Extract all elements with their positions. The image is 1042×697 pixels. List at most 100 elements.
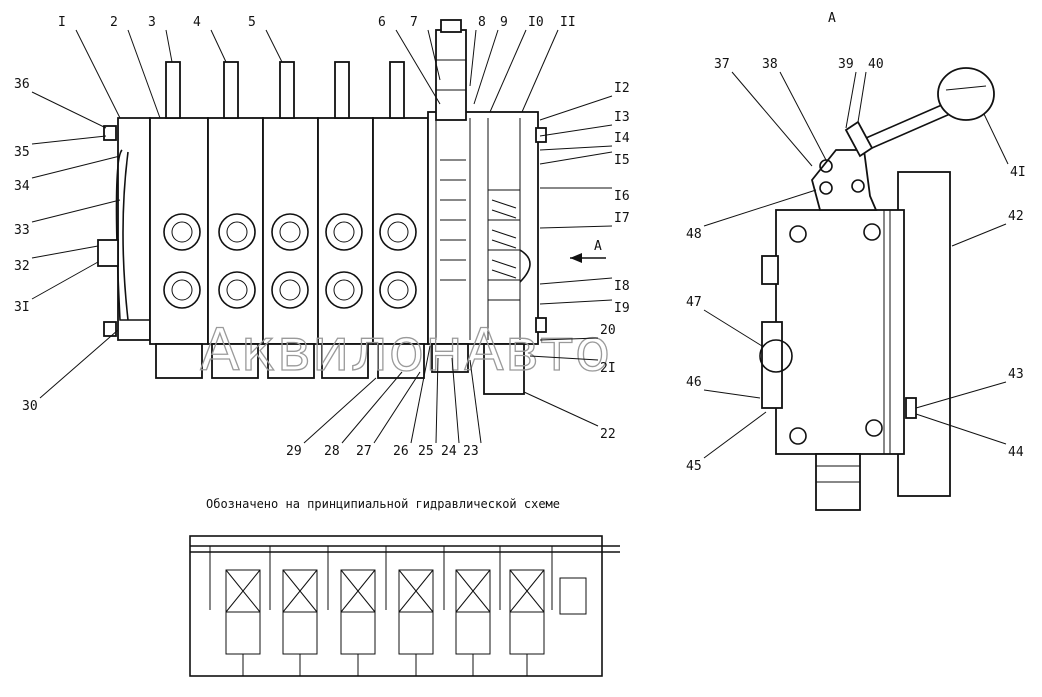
leader-I4 [539,145,613,151]
leader-40 [857,71,867,123]
callout-42: 42 [1008,209,1024,224]
callout-32: 32 [14,259,30,274]
leader-26 [410,345,431,444]
callout-26: 26 [393,444,409,459]
view-label: A [828,11,836,26]
callout-28: 28 [324,444,340,459]
callout-40: 40 [868,57,884,72]
callout-3I: 3I [14,300,30,315]
leader-I5 [539,151,613,165]
callout-23: 23 [463,444,479,459]
leader-34 [31,155,121,179]
leader-47 [703,309,763,347]
callout-24: 24 [441,444,457,459]
callout-44: 44 [1008,445,1024,460]
leader-2I [529,355,599,361]
leader-3I [31,261,99,300]
leader-8 [469,29,477,87]
leader-20 [539,337,599,341]
leader-I0 [489,29,527,113]
leader-22 [523,391,599,427]
callout-46: 46 [686,375,702,390]
schematic-caption: Обозначено на принципиальной гидравличес… [206,497,560,511]
callout-I5: I5 [614,153,630,168]
leader-I7 [539,225,613,229]
leader-4I [983,113,1009,165]
callout-4I: 4I [1010,165,1026,180]
leader-4 [210,29,227,63]
callout-20: 20 [600,323,616,338]
leader-3 [165,29,173,63]
leader-2 [127,29,161,119]
callout-30: 30 [22,399,38,414]
callout-5: 5 [248,15,256,30]
leader-44 [915,413,1007,445]
leader-23 [469,359,482,444]
leader-I2 [539,95,613,121]
leader-6 [395,29,441,105]
callout-4: 4 [193,15,201,30]
callout-I4: I4 [614,131,630,146]
leader-II [521,29,559,113]
hydraulic-schematic [189,535,620,677]
leader-29 [303,377,377,444]
leader-9 [473,29,499,105]
leader-lines [31,29,1009,459]
callout-I9: I9 [614,301,630,316]
callout-I7: I7 [614,211,630,226]
leader-35 [31,135,107,145]
leader-43 [915,381,1007,409]
leader-24 [451,357,460,444]
callout-39: 39 [838,57,854,72]
callout-8: 8 [478,15,486,30]
callout-35: 35 [14,145,30,160]
callout-I0: I0 [528,15,544,30]
callout-29: 29 [286,444,302,459]
callout-43: 43 [1008,367,1024,382]
distributor-assembly [97,19,606,395]
callout-33: 33 [14,223,30,238]
callout-I: I [58,15,66,30]
callout-I3: I3 [614,110,630,125]
callout-7: 7 [410,15,418,30]
leader-27 [373,371,421,444]
leader-28 [341,371,403,444]
callout-38: 38 [762,57,778,72]
watermark: АквилонАвто [200,316,611,384]
callout-I8: I8 [614,279,630,294]
leader-I8 [539,277,613,285]
callout-27: 27 [356,444,372,459]
leader-I3 [539,124,613,137]
leader-37 [731,71,813,167]
view-a-drawing [759,67,995,511]
callout-45: 45 [686,459,702,474]
leader-25 [435,357,439,444]
callout-I2: I2 [614,81,630,96]
callout-6: 6 [378,15,386,30]
leader-32 [31,245,99,259]
leader-7 [427,29,441,81]
callout-47: 47 [686,295,702,310]
leader-33 [31,199,121,223]
leader-5 [265,29,283,63]
callout-I6: I6 [614,189,630,204]
callout-II: II [560,15,576,30]
callout-48: 48 [686,227,702,242]
callout-34: 34 [14,179,30,194]
arrow-label: A [594,239,602,254]
callout-37: 37 [714,57,730,72]
leader-I9 [539,299,613,305]
callout-3: 3 [148,15,156,30]
leader-42 [951,223,1007,247]
leader-I [75,29,121,119]
leader-39 [845,71,857,129]
leader-38 [779,71,827,161]
callout-2: 2 [110,15,118,30]
callout-36: 36 [14,77,30,92]
callout-25: 25 [418,444,434,459]
leader-45 [703,411,767,459]
leader-48 [703,189,817,227]
leader-30 [39,329,119,399]
